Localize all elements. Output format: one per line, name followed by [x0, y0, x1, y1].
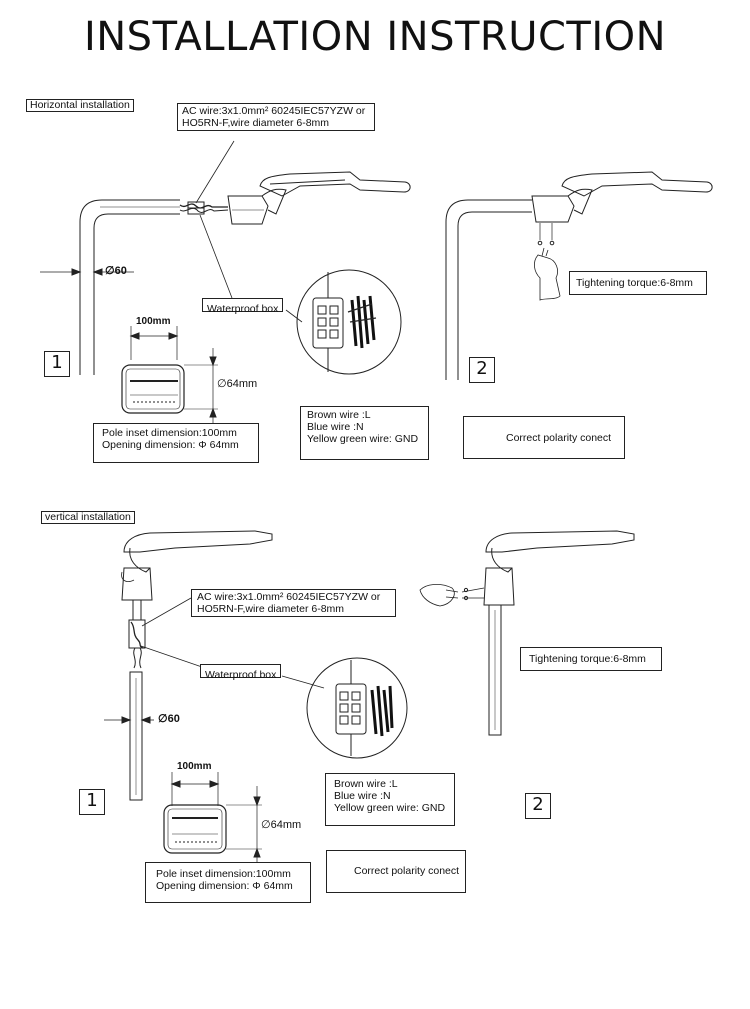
ac-wire-line2: HO5RN-F,wire diameter 6-8mm — [182, 117, 330, 129]
horizontal-dimension-note: Pole inset dimension:100mm Opening dimen… — [93, 423, 259, 463]
ac-wire-line1: AC wire:3x1.0mm² 60245IEC57YZW or — [182, 105, 366, 117]
horizontal-connector-drawing — [179, 171, 411, 225]
horizontal-wire-legend: Brown wire :L Blue wire :N Yellow green … — [300, 406, 429, 460]
vertical-pole-diameter: ∅60 — [158, 713, 180, 725]
vertical-inset-width: 100mm — [177, 761, 212, 772]
horizontal-junction-magnifier — [296, 269, 402, 375]
horizontal-waterproof-label: Waterproof box — [202, 298, 284, 315]
vertical-polarity-note: Correct polarity conect — [326, 850, 466, 893]
vertical-dimension-note: Pole inset dimension:100mm Opening dimen… — [145, 862, 311, 903]
horizontal-step2-drawing — [445, 171, 713, 380]
horizontal-torque-note: Tightening torque:6-8mm — [569, 271, 707, 295]
vertical-torque-note: Tightening torque:6-8mm — [520, 647, 662, 671]
horizontal-pole-drawing — [79, 199, 180, 375]
vertical-section-label: vertical installation — [41, 511, 135, 524]
vertical-step1-badge: 1 — [79, 789, 105, 815]
horizontal-step2-badge: 2 — [469, 357, 495, 383]
page-title: INSTALLATION INSTRUCTION — [83, 14, 667, 60]
horizontal-ac-wire-callout: AC wire:3x1.0mm² 60245IEC57YZW or HO5RN-… — [177, 103, 375, 131]
horizontal-opening-diameter: ∅64mm — [217, 378, 258, 390]
horizontal-pole-diameter: ∅60 — [105, 265, 127, 277]
horizontal-section-label: Horizontal installation — [26, 99, 134, 112]
vertical-inset-detail — [163, 772, 262, 866]
horizontal-polarity-note: Correct polarity conect — [463, 416, 625, 459]
vertical-ac-wire-callout: AC wire:3x1.0mm² 60245IEC57YZW or HO5RN-… — [191, 589, 396, 617]
horizontal-inset-width: 100mm — [136, 316, 171, 327]
vertical-waterproof-label: Waterproof box — [200, 664, 282, 681]
horizontal-step1-badge: 1 — [44, 351, 70, 377]
vertical-step2-drawing — [419, 530, 635, 736]
vertical-opening-diameter: ∅64mm — [261, 819, 302, 831]
vertical-junction-magnifier — [306, 657, 408, 759]
horizontal-inset-detail — [121, 326, 218, 428]
vertical-step2-badge: 2 — [525, 793, 551, 819]
vertical-pole-drawing — [121, 530, 273, 801]
vertical-wire-legend: Brown wire :L Blue wire :N Yellow green … — [325, 773, 455, 826]
